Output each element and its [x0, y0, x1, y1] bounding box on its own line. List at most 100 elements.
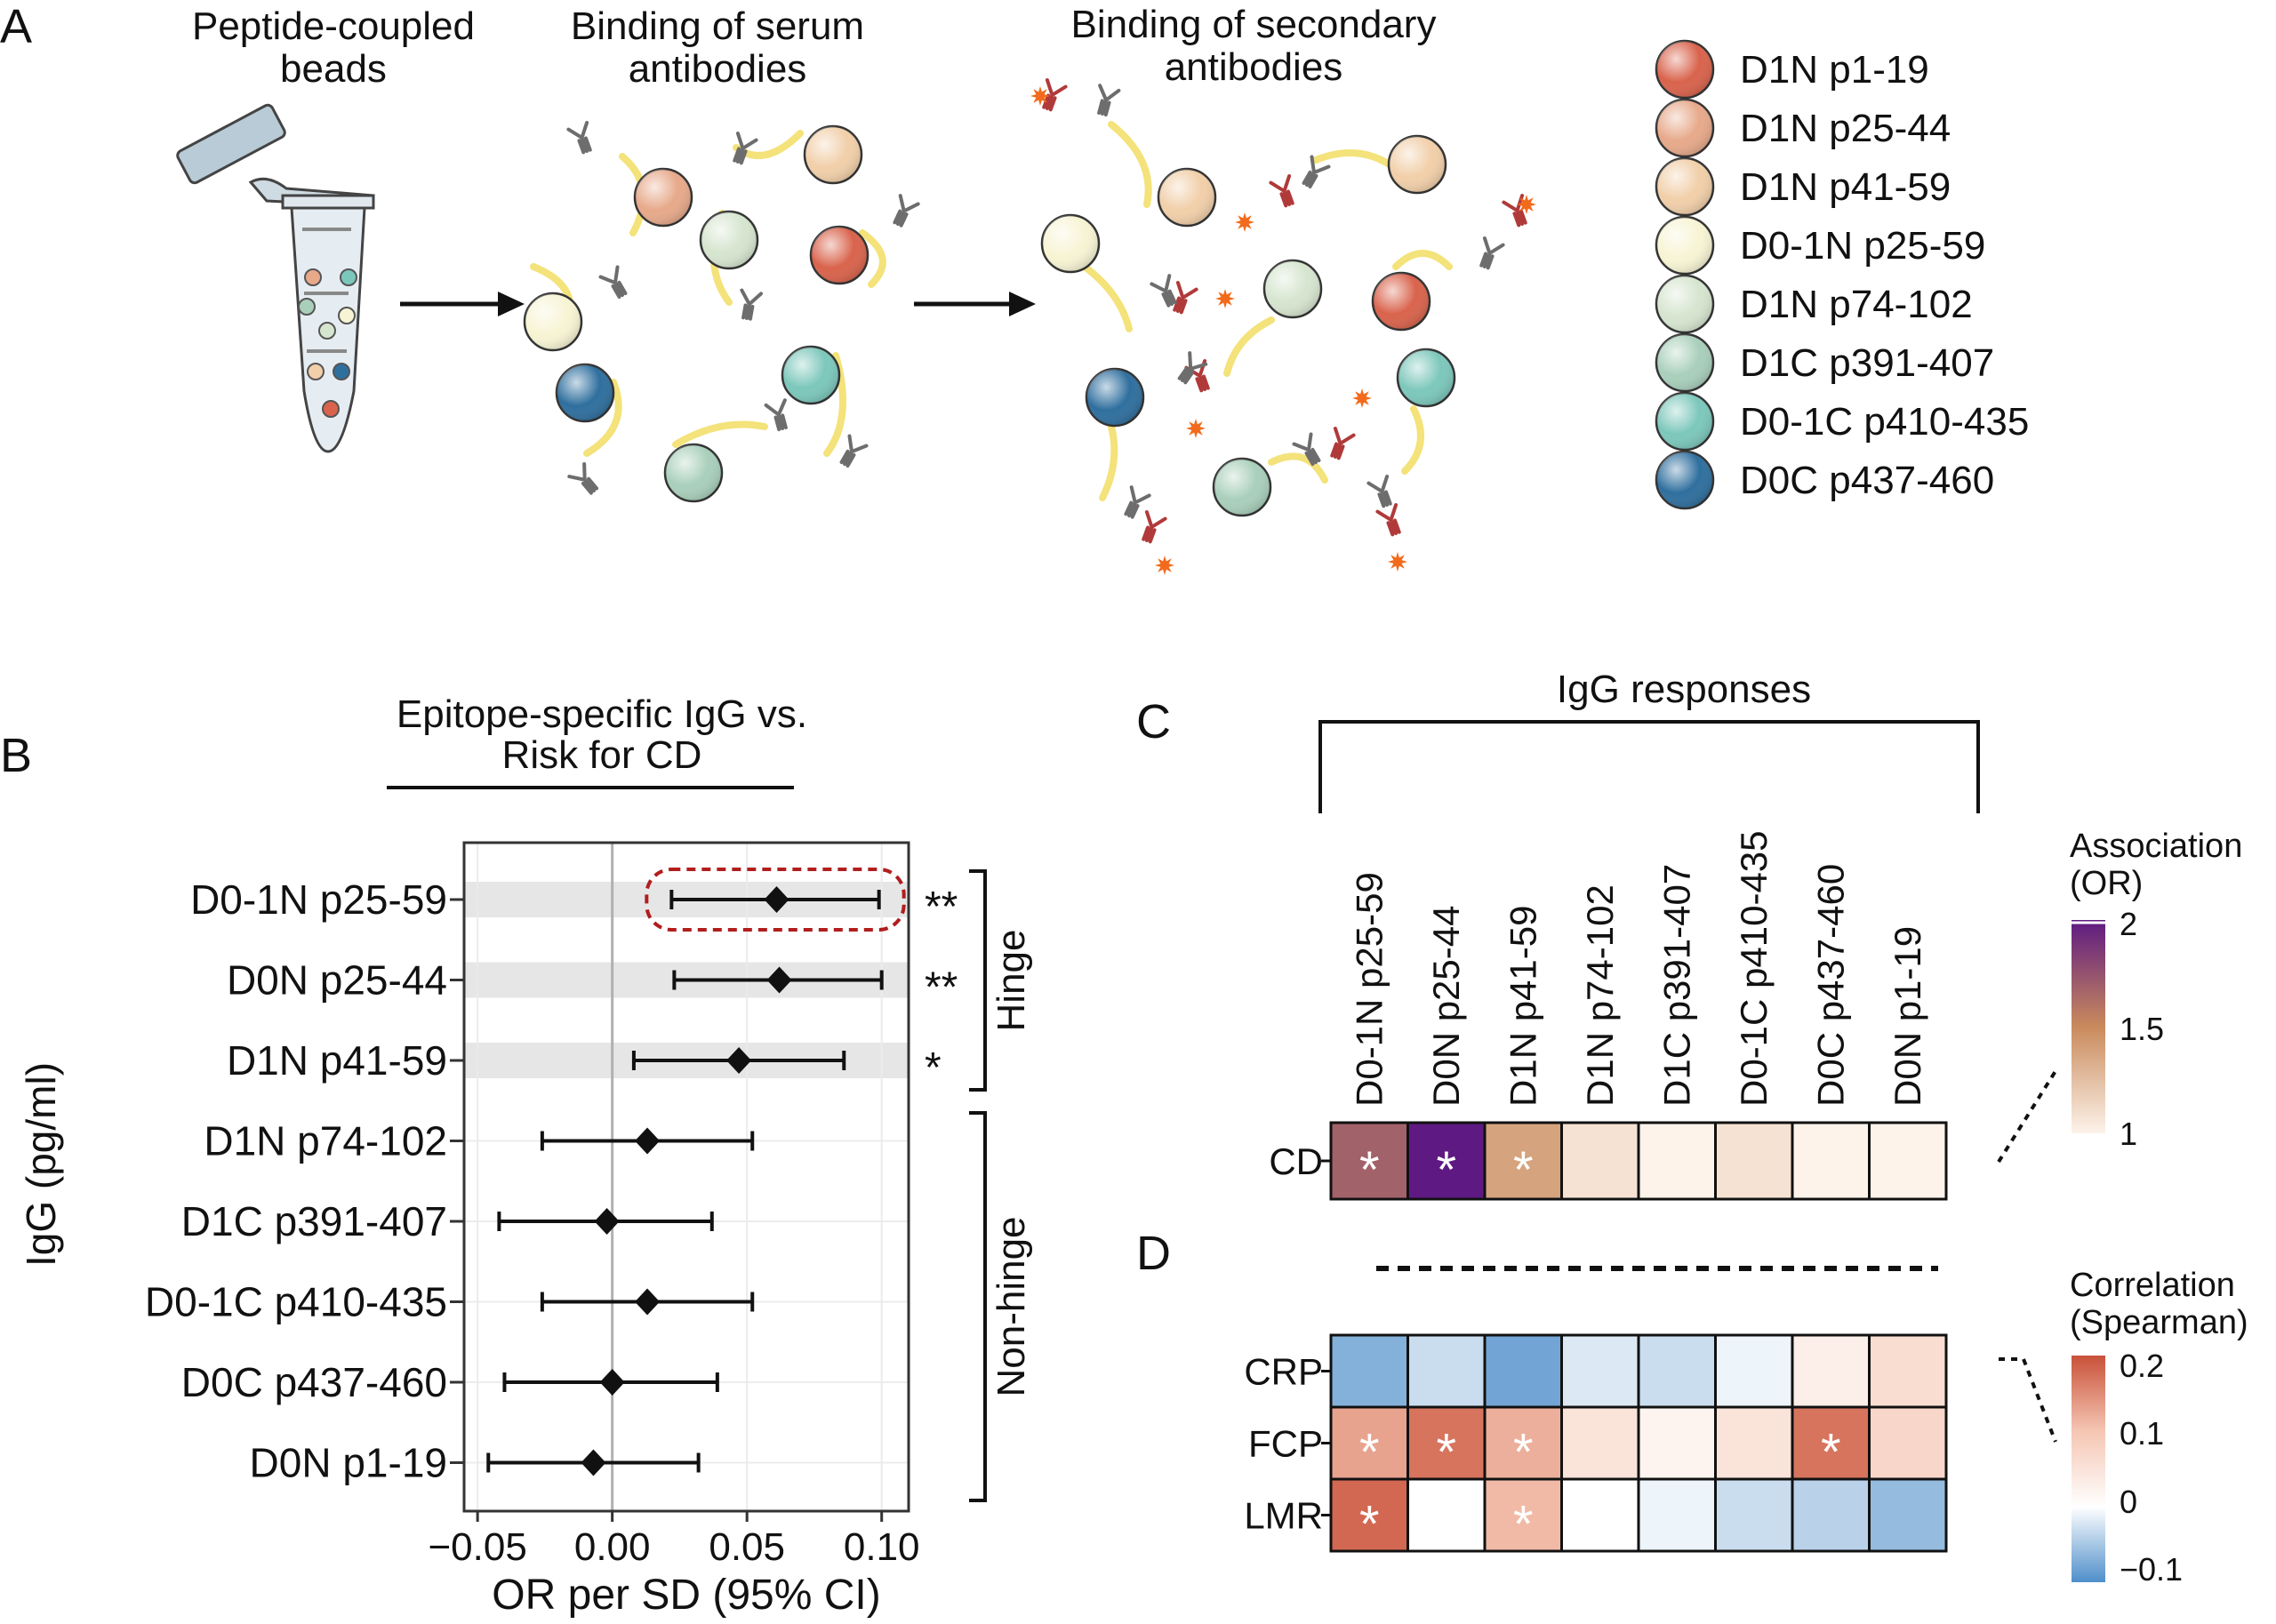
column-label: D1N p74-102 — [1579, 884, 1621, 1107]
bead-6 — [1085, 367, 1145, 428]
group-nonhinge-label: Non-hinge — [990, 1216, 1033, 1396]
significance-star: * — [1821, 1424, 1841, 1482]
legend-bead-icon — [1655, 98, 1715, 158]
forest-row: D1N p74-102 — [204, 1118, 755, 1164]
rho-tick-0-2: 0.2 — [2120, 1348, 2164, 1384]
forest-row: D0-1N p25-59** — [190, 868, 958, 932]
marker-cell — [1560, 1333, 1640, 1409]
marker-cell — [1637, 1405, 1717, 1481]
forest-title-line1: Epitope-specific IgG vs. — [397, 692, 807, 736]
step2-title-line1: Binding of serum — [571, 4, 864, 48]
legend-bead-icon — [1655, 39, 1715, 100]
secondary-antibody-5 — [1502, 194, 1527, 228]
marker-cell: * — [1406, 1405, 1487, 1482]
row-label: D1N p41-59 — [227, 1037, 447, 1084]
cd-cell — [1637, 1121, 1717, 1201]
legend-item: D1N p25-44 — [1655, 98, 1951, 158]
row-label: D0C p437-460 — [181, 1359, 447, 1405]
heatmap-c-title: IgG responses — [1557, 668, 1811, 711]
fluorophore-4 — [1352, 388, 1372, 408]
cd-cell: * — [1406, 1121, 1487, 1201]
legend-label: D1N p74-102 — [1740, 283, 1973, 326]
peptide-chain — [1268, 452, 1328, 484]
marker-cell — [1868, 1477, 1948, 1553]
secondary-antibody-0 — [1042, 78, 1068, 112]
column-label: D0-1N p25-59 — [1348, 872, 1390, 1107]
fluorophore-2 — [1215, 289, 1235, 308]
bead-7 — [1212, 457, 1272, 517]
or-colorbar — [2072, 920, 2105, 1133]
highlight-outline — [645, 868, 906, 932]
secondary-antibody-1 — [1269, 174, 1294, 208]
legend-label: D1N p25-44 — [1740, 107, 1951, 150]
estimate-marker — [635, 1288, 661, 1316]
heatmap-cd: CD*** — [1269, 1121, 1948, 1201]
bead-0 — [633, 167, 693, 228]
primary-antibody-7 — [1124, 485, 1151, 519]
marker-cell — [1406, 1333, 1487, 1409]
legend-label: D0-1C p410-435 — [1740, 400, 2029, 444]
rho-legend-title-line1: Correlation — [2070, 1267, 2235, 1304]
or-tick-1: 1 — [2120, 1116, 2137, 1152]
connector-d — [1999, 1357, 2057, 1443]
legend-bead-icon — [1655, 332, 1715, 393]
primary-antibody-6 — [1366, 475, 1392, 508]
secondary-antibody-2 — [1173, 281, 1198, 315]
marker-cell: * — [1483, 1477, 1563, 1554]
significance-star: * — [1513, 1424, 1534, 1482]
legend-bead-icon — [1655, 274, 1715, 334]
legend-label: D1N p1-19 — [1740, 48, 1929, 92]
legend-label: D0-1N p25-59 — [1740, 224, 1985, 268]
row-label: D1N p74-102 — [204, 1118, 447, 1164]
cd-cell — [1714, 1121, 1794, 1201]
marker-cell — [1329, 1333, 1409, 1409]
estimate-marker — [726, 1047, 752, 1074]
peptide-chain — [1081, 263, 1133, 332]
rho-tick-0-1: 0.1 — [2120, 1415, 2164, 1452]
step1-title-line2: beads — [280, 47, 387, 91]
significance-marker: * — [925, 1044, 942, 1092]
significance-marker: ** — [925, 964, 958, 1012]
cd-cell — [1560, 1121, 1640, 1201]
peptide-chain — [1223, 316, 1275, 377]
forest-plot-frame — [462, 841, 910, 1513]
or-tick-1-5: 1.5 — [2120, 1011, 2164, 1047]
estimate-marker — [581, 1449, 606, 1476]
primary-antibody-1 — [1302, 155, 1331, 188]
peptide-chain — [1108, 121, 1152, 208]
significance-marker: ** — [925, 884, 958, 931]
primary-antibody-2 — [1150, 274, 1177, 308]
peptide-chain — [1392, 250, 1453, 270]
or-tick-2: 2 — [2120, 906, 2137, 942]
forest-row: D0-1C p410-435 — [145, 1279, 755, 1325]
antibody-7 — [567, 461, 599, 495]
panel-a-letter: A — [0, 0, 32, 53]
bead-3 — [1262, 259, 1323, 319]
secondary-antibody-4 — [1330, 427, 1356, 460]
legend-item: D1N p41-59 — [1655, 156, 1951, 217]
cd-cell: * — [1329, 1121, 1409, 1201]
x-tick-label: −0.05 — [428, 1525, 526, 1569]
estimate-marker — [594, 1208, 620, 1235]
bead-0 — [1157, 167, 1217, 228]
legend-label: D1C p391-407 — [1740, 341, 1994, 385]
x-tick-label: 0.00 — [574, 1525, 651, 1569]
bead-2 — [803, 124, 863, 185]
forest-row: D1C p391-407 — [181, 1198, 714, 1244]
marker-cell — [1868, 1333, 1948, 1409]
forest-row: D0N p1-19 — [250, 1440, 701, 1486]
marker-cell — [1791, 1477, 1871, 1553]
primary-antibody-0 — [1097, 84, 1121, 117]
forest-row: D0N p25-44** — [227, 957, 958, 1012]
step3-title-line2: antibodies — [1165, 45, 1343, 89]
significance-star: * — [1436, 1141, 1456, 1199]
estimate-marker — [764, 886, 789, 913]
bead-6 — [781, 345, 841, 405]
peptide-chain — [672, 420, 768, 448]
row-label: D1C p391-407 — [181, 1198, 447, 1244]
estimate-marker — [635, 1127, 661, 1155]
marker-cell: * — [1329, 1477, 1409, 1554]
forest-plot: D0-1N p25-59** D0N p25-44** D1N p41-59 * D1N… — [145, 841, 958, 1619]
legend-item: D1N p74-102 — [1655, 274, 1973, 334]
